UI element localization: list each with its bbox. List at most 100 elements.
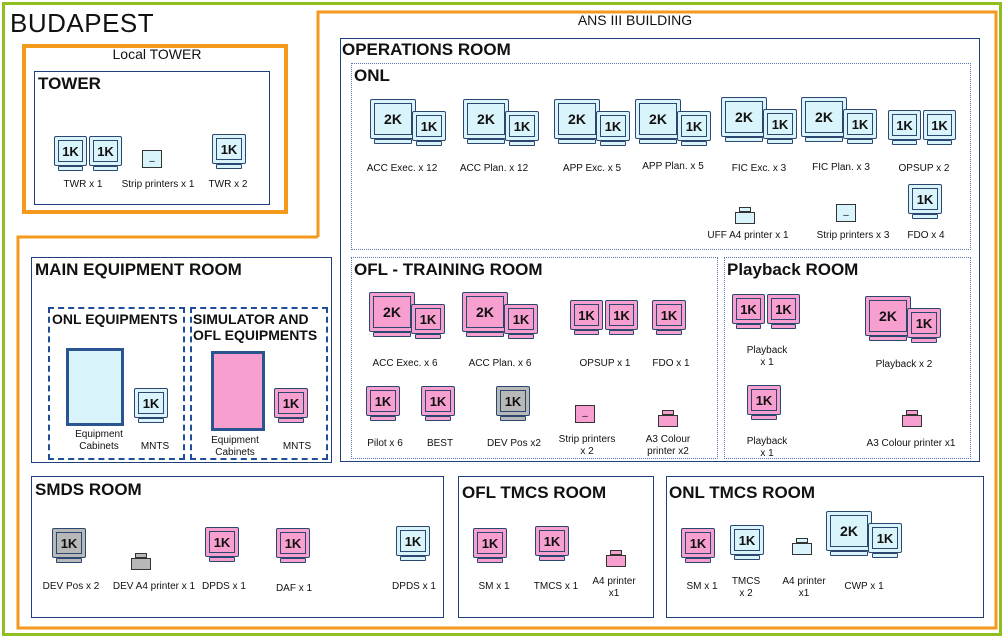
- monitor-screen: [500, 390, 526, 412]
- ws-dpds-2-monitor: 1K: [396, 526, 430, 556]
- ws-acc-exec-ofl-monitor-1k: 1K: [411, 304, 445, 334]
- monitor-resolution: 2K: [735, 109, 753, 125]
- monitor-base: [216, 164, 242, 169]
- label-dpds-2: DPDS x 1: [392, 581, 436, 592]
- strip-printer-tower: –: [142, 150, 162, 168]
- monitor-resolution: 1K: [896, 117, 913, 133]
- ws-fic-exec-monitor-1k: 1K: [763, 109, 797, 139]
- a4-printer-onl-tray: [796, 538, 808, 543]
- label-a3-ofl-1: A3 Colour: [645, 434, 691, 445]
- monitor-screen: [869, 300, 907, 332]
- monitor-resolution: 1K: [404, 533, 422, 549]
- monitor-base: [138, 418, 164, 423]
- monitor-base: [425, 416, 451, 421]
- ws-playback-2-monitor-1k: 1K: [907, 308, 941, 338]
- monitor-resolution: 2K: [649, 111, 667, 127]
- monitor-screen: [93, 140, 118, 162]
- monitor-screen: [558, 103, 596, 135]
- monitor-resolution: 1K: [420, 118, 438, 134]
- ws-daf-monitor: 1K: [276, 528, 310, 558]
- ws-twr-2-monitor: 1K: [212, 134, 246, 164]
- monitor-resolution: 1K: [374, 393, 392, 409]
- onl-equipments-box: [48, 307, 185, 460]
- monitor-resolution: 1K: [851, 116, 869, 132]
- monitor-base: [466, 332, 504, 337]
- monitor-screen: [600, 115, 626, 137]
- ws-dev-pos-ofl-monitor: 1K: [496, 386, 530, 416]
- uff-printer-body: [735, 212, 755, 224]
- dev-a4-printer-body: [131, 558, 151, 570]
- ws-opsup-ofl-monitor-b: 1K: [605, 300, 638, 330]
- sim-ofl-equipments-box: [190, 307, 328, 460]
- monitor-screen: [574, 304, 599, 326]
- uff-printer-tray: [739, 207, 751, 212]
- label-playback-3-2: x 1: [760, 448, 774, 459]
- monitor-screen: [58, 140, 83, 162]
- monitor-base: [93, 166, 118, 171]
- ws-acc-plan-ofl-monitor-1k: 1K: [504, 304, 538, 334]
- ws-acc-plan-onl-monitor-2k: 2K: [463, 99, 509, 139]
- monitor-screen: [370, 390, 396, 412]
- monitor-resolution: 1K: [876, 530, 894, 546]
- monitor-resolution: 1K: [429, 393, 447, 409]
- ws-playback-2-monitor-2k: 2K: [865, 296, 911, 336]
- monitor-screen: [56, 532, 82, 554]
- ws-playback-1-monitor-a: 1K: [732, 294, 765, 324]
- monitor-base: [734, 555, 760, 560]
- monitor-resolution: 2K: [477, 111, 495, 127]
- monitor-screen: [927, 114, 952, 136]
- ofl-training-zone: [351, 257, 718, 459]
- label-a4-onl-2: x1: [798, 588, 810, 599]
- label-tmcs-onl-1: TMCS: [731, 576, 761, 587]
- label-a4-ofl-2: x1: [608, 588, 620, 599]
- monitor-screen: [138, 392, 164, 414]
- monitor-resolution: 1K: [660, 307, 678, 323]
- playback-zone: [724, 257, 971, 459]
- monitor-resolution: 1K: [60, 535, 78, 551]
- main-equipment-title: MAIN EQUIPMENT ROOM: [35, 260, 242, 279]
- label-app-exec: APP Exc. x 5: [562, 163, 622, 174]
- monitor-resolution: 1K: [738, 532, 756, 548]
- ws-dev-pos-smds-monitor: 1K: [52, 528, 86, 558]
- ws-fdo-onl-monitor: 1K: [908, 184, 942, 214]
- monitor-screen: [681, 115, 707, 137]
- monitor-resolution: 1K: [282, 395, 300, 411]
- ws-cwp-monitor-1k: 1K: [868, 523, 902, 553]
- monitor-screen: [373, 296, 411, 328]
- monitor-base: [736, 324, 761, 329]
- monitor-resolution: 1K: [504, 393, 522, 409]
- label-dev-pos-ofl: DEV Pos x2: [487, 438, 541, 449]
- ws-fic-plan-monitor-1k: 1K: [843, 109, 877, 139]
- ws-dpds-1-monitor: 1K: [205, 527, 239, 557]
- label-playback-3-1: Playback: [746, 436, 788, 447]
- ws-pilot-monitor: 1K: [366, 386, 400, 416]
- equipment-cabinet-onl: [66, 348, 124, 426]
- monitor-screen: [751, 389, 777, 411]
- label-cabinet-sim-2: Cabinets: [215, 447, 255, 458]
- monitor-screen: [912, 188, 938, 210]
- ws-acc-plan-onl-monitor-1k: 1K: [505, 111, 539, 141]
- monitor-screen: [509, 115, 535, 137]
- monitor-base: [415, 334, 441, 339]
- monitor-base: [830, 551, 868, 556]
- ws-sm-onl-monitor: 1K: [681, 528, 715, 558]
- ws-mnts-onl-monitor: 1K: [134, 388, 168, 418]
- ws-opsup-ofl-monitor-a: 1K: [570, 300, 603, 330]
- label-dev-a4: DEV A4 printer x 1: [112, 581, 196, 592]
- label-cabinet-onl-1: Equipment: [75, 429, 123, 440]
- monitor-base: [56, 558, 82, 563]
- monitor-screen: [685, 532, 711, 554]
- monitor-base: [209, 557, 235, 562]
- monitor-base: [400, 556, 426, 561]
- monitor-screen: [374, 103, 412, 135]
- monitor-base: [58, 166, 83, 171]
- smds-room-title: SMDS ROOM: [35, 480, 142, 499]
- ws-opsup-onl-monitor-b: 1K: [923, 110, 956, 140]
- label-fdo-ofl: FDO x 1: [652, 358, 690, 369]
- monitor-resolution: 1K: [543, 533, 561, 549]
- equipment-cabinet-sim: [211, 351, 265, 431]
- monitor-base: [869, 336, 907, 341]
- label-best: BEST: [426, 438, 454, 449]
- label-playback-1-1: Playback: [746, 345, 788, 356]
